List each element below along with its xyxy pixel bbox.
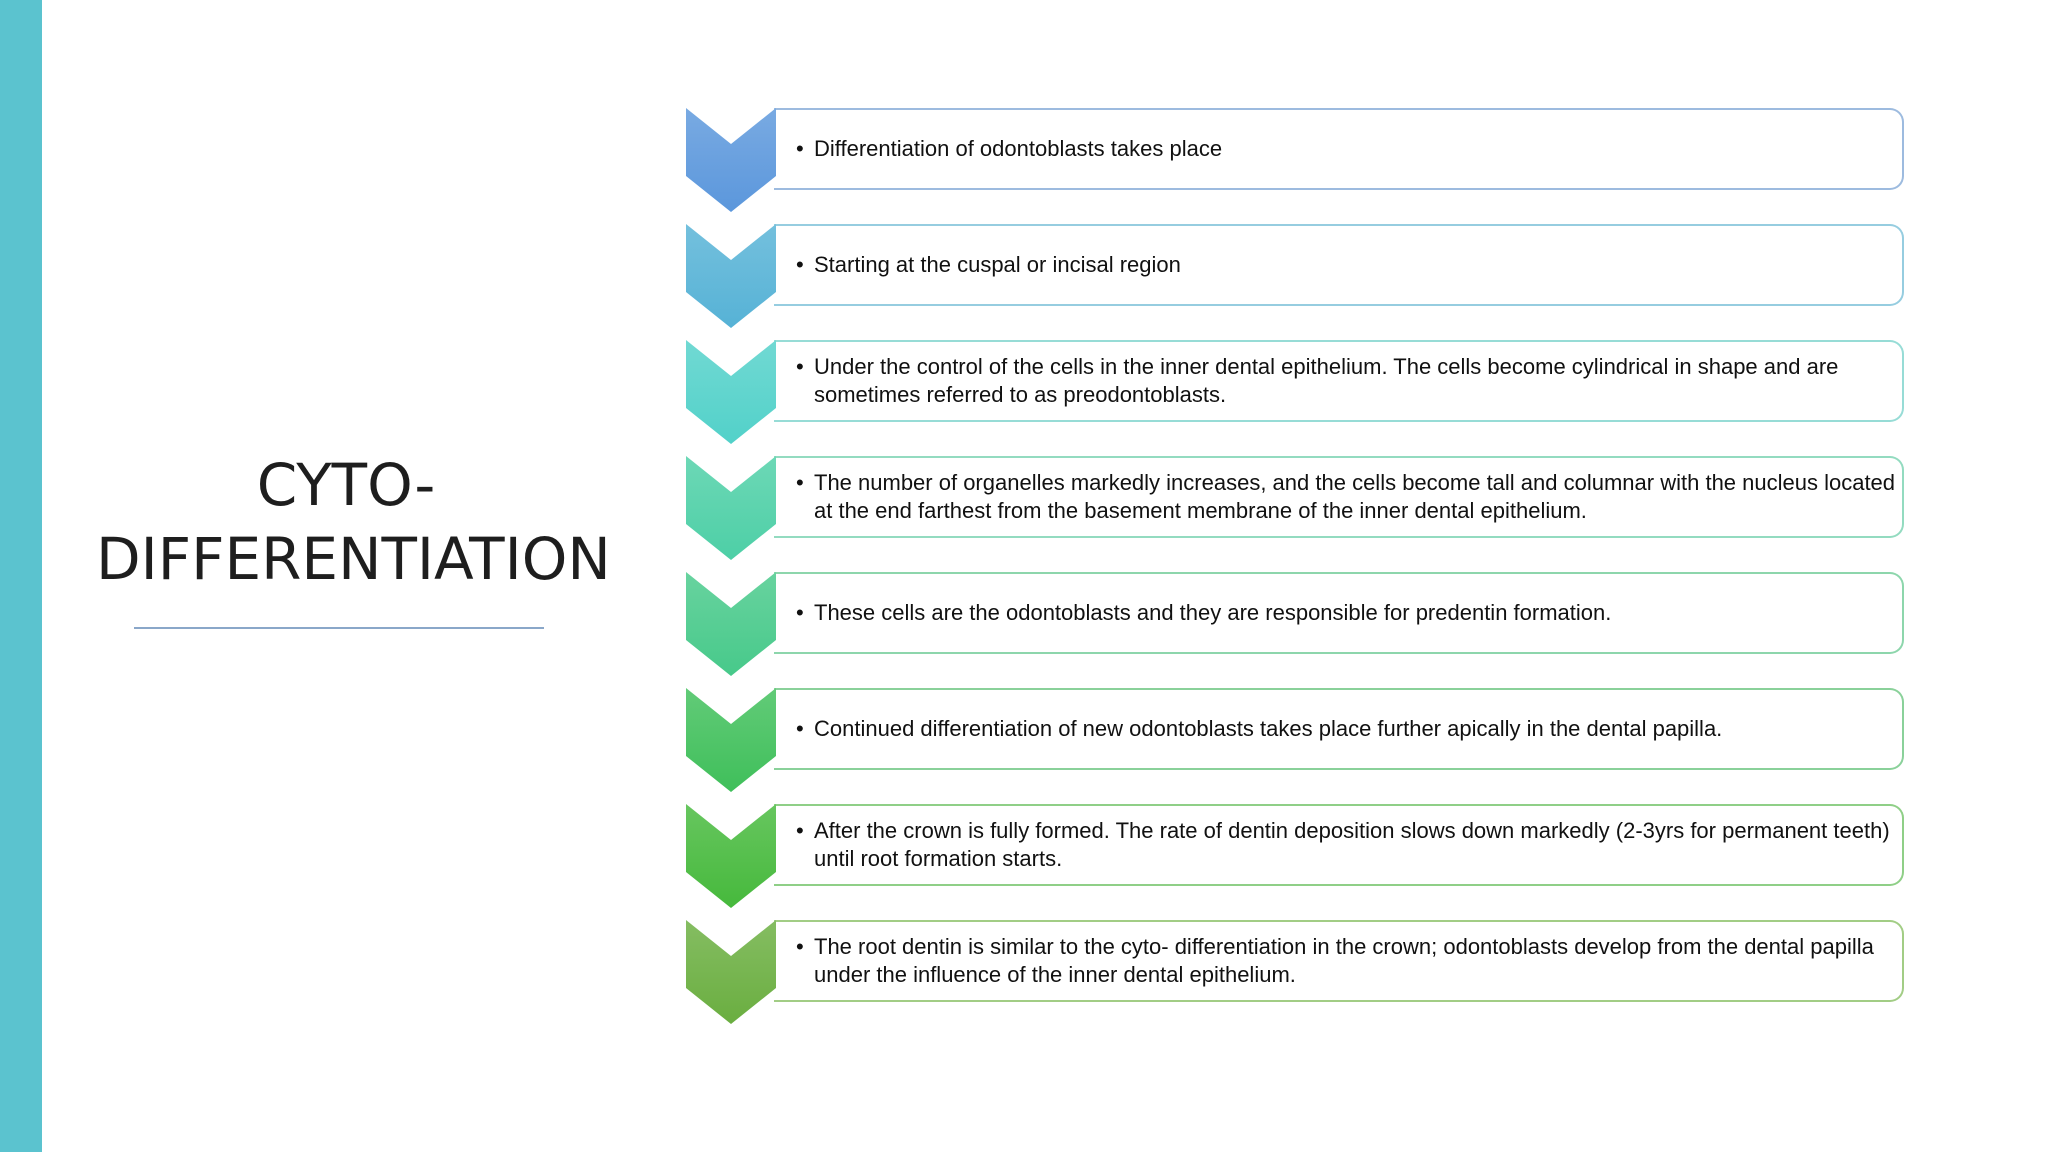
chevron-4 (686, 456, 776, 560)
step-label-8: The root dentin is similar to the cyto- … (814, 934, 1874, 987)
chevron-column (686, 108, 776, 1024)
step-box-6: • Continued differentiation of new odont… (774, 688, 1904, 770)
step-box-2: • Starting at the cuspal or incisal regi… (774, 224, 1904, 306)
left-accent-bar (0, 0, 42, 1152)
step-label-7: After the crown is fully formed. The rat… (814, 818, 1890, 871)
step-text-8: • The root dentin is similar to the cyto… (774, 933, 1902, 989)
chevron-8 (686, 920, 776, 1024)
step-label-2: Starting at the cuspal or incisal region (814, 252, 1181, 277)
step-text-2: • Starting at the cuspal or incisal regi… (774, 251, 1187, 279)
chevron-6 (686, 688, 776, 792)
step-text-1: • Differentiation of odontoblasts takes … (774, 135, 1228, 163)
step-text-5: • These cells are the odontoblasts and t… (774, 599, 1617, 627)
step-label-4: The number of organelles markedly increa… (814, 470, 1896, 523)
bullet-4: • (796, 470, 804, 495)
chevron-7 (686, 804, 776, 908)
bullet-8: • (796, 934, 804, 959)
step-label-1: Differentiation of odontoblasts takes pl… (814, 136, 1223, 161)
chevron-5 (686, 572, 776, 676)
title-line-2: DIFFERENTIATION (96, 525, 611, 593)
step-label-5: These cells are the odontoblasts and the… (814, 600, 1612, 625)
bullet-7: • (796, 818, 804, 843)
step-label-6: Continued differentiation of new odontob… (814, 716, 1723, 741)
bullet-6: • (796, 716, 804, 741)
step-text-6: • Continued differentiation of new odont… (774, 715, 1728, 743)
bullet-1: • (796, 136, 804, 161)
step-box-3: • Under the control of the cells in the … (774, 340, 1904, 422)
title-line-1: CYTO- (256, 451, 436, 519)
step-text-3: • Under the control of the cells in the … (774, 353, 1902, 409)
process-list: • Differentiation of odontoblasts takes … (686, 108, 1926, 1048)
step-label-3: Under the control of the cells in the in… (814, 354, 1839, 407)
step-text-4: • The number of organelles markedly incr… (774, 469, 1902, 525)
bullet-2: • (796, 252, 804, 277)
step-box-4: • The number of organelles markedly incr… (774, 456, 1904, 538)
slide-title: CYTO- DIFFERENTIATION (96, 448, 611, 596)
step-text-7: • After the crown is fully formed. The r… (774, 817, 1902, 873)
step-box-7: • After the crown is fully formed. The r… (774, 804, 1904, 886)
chevron-2 (686, 224, 776, 328)
bullet-5: • (796, 600, 804, 625)
step-box-8: • The root dentin is similar to the cyto… (774, 920, 1904, 1002)
title-underline (134, 627, 544, 629)
chevron-1 (686, 108, 776, 212)
chevron-3 (686, 340, 776, 444)
step-box-1: • Differentiation of odontoblasts takes … (774, 108, 1904, 190)
bullet-3: • (796, 354, 804, 379)
step-box-5: • These cells are the odontoblasts and t… (774, 572, 1904, 654)
